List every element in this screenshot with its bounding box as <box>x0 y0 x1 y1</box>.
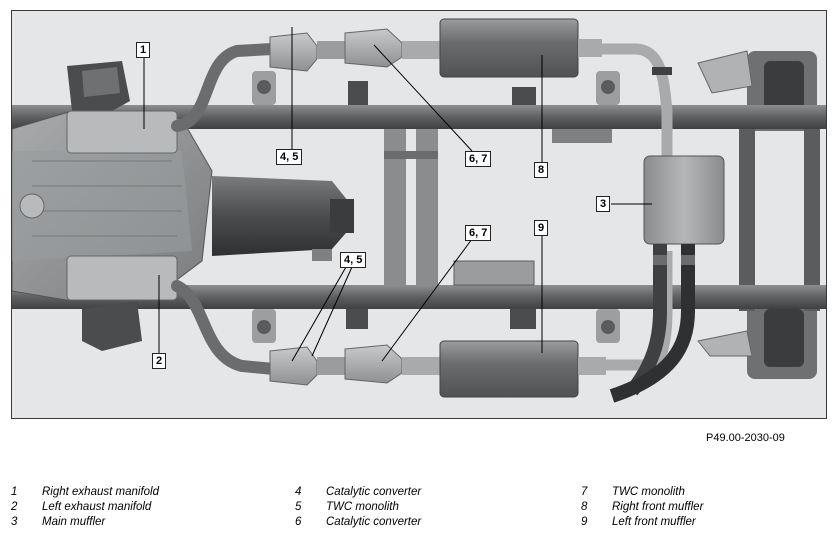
legend-label: Main muffler <box>42 516 106 528</box>
callout-6-7-bottom: 6, 7 <box>465 225 492 241</box>
legend-label: TWC monolith <box>326 501 399 513</box>
legend-number: 5 <box>295 501 302 513</box>
legend-number: 6 <box>295 516 302 528</box>
legend-item: 6 Catalytic converter <box>295 516 421 531</box>
legend-label: Catalytic converter <box>326 486 422 498</box>
callout-9: 9 <box>534 220 549 236</box>
legend-label: Left front muffler <box>612 516 696 528</box>
legend-item: 2 Left exhaust manifold <box>11 501 159 516</box>
legend-item: 3 Main muffler <box>11 516 159 531</box>
legend-column-3: 7 TWC monolith 8 Right front muffler 9 Left… <box>581 486 703 531</box>
exhaust-system-illustration: 1 2 3 4, 5 6, 7 8 4, 5 6, 7 9 <box>11 10 827 419</box>
legend-column-1: 1 Right exhaust manifold 2 Left exhaust ma… <box>11 486 159 531</box>
legend-item: 7 TWC monolith <box>581 486 703 501</box>
legend-number: 9 <box>581 516 588 528</box>
callout-1: 1 <box>136 42 151 58</box>
callout-8: 8 <box>534 162 549 178</box>
legend-label: Catalytic converter <box>326 516 422 528</box>
legend-label: Right exhaust manifold <box>42 486 159 498</box>
legend-item: 9 Left front muffler <box>581 516 703 531</box>
legend-number: 1 <box>11 486 18 498</box>
figure-reference: P49.00-2030-09 <box>706 432 785 444</box>
legend-label: TWC monolith <box>612 486 685 498</box>
legend-number: 7 <box>581 486 588 498</box>
callout-2: 2 <box>152 353 167 369</box>
legend-label: Left exhaust manifold <box>42 501 152 513</box>
legend-number: 3 <box>11 516 18 528</box>
callout-4-5-bottom: 4, 5 <box>340 252 367 268</box>
legend-number: 4 <box>295 486 302 498</box>
legend-number: 8 <box>581 501 588 513</box>
callout-3: 3 <box>596 196 611 212</box>
callout-4-5-top: 4, 5 <box>276 149 303 165</box>
chassis-drawing <box>12 11 826 418</box>
legend-item: 4 Catalytic converter <box>295 486 421 501</box>
legend-label: Right front muffler <box>612 501 704 513</box>
legend-item: 5 TWC monolith <box>295 501 421 516</box>
legend-number: 2 <box>11 501 18 513</box>
legend-item: 1 Right exhaust manifold <box>11 486 159 501</box>
callout-6-7-top: 6, 7 <box>465 151 492 167</box>
legend-item: 8 Right front muffler <box>581 501 703 516</box>
